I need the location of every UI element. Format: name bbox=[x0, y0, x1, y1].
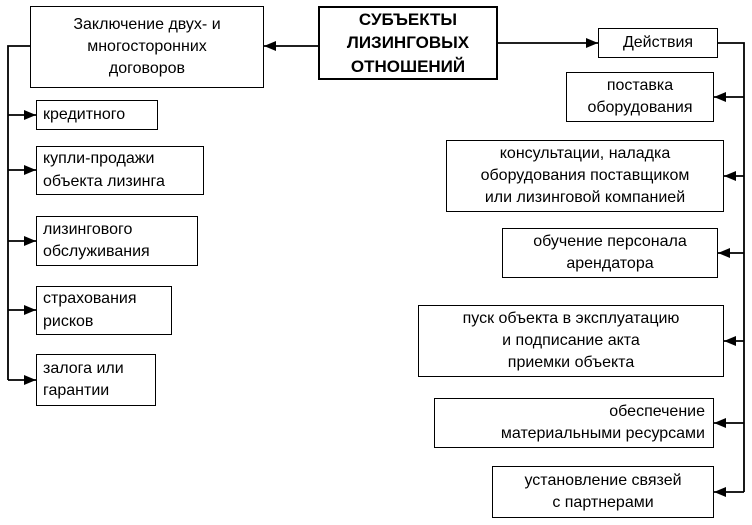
node-contract-credit: кредитного bbox=[36, 100, 158, 130]
node-actions-header: Действия bbox=[598, 28, 718, 58]
node-contracts-header: Заключение двух- и многосторонних догово… bbox=[30, 6, 264, 88]
node-action-partners: установление связей с партнерами bbox=[492, 466, 714, 518]
node-action-consulting: консультации, наладка оборудования поста… bbox=[446, 140, 724, 212]
node-subjects-title: СУБЪЕКТЫ ЛИЗИНГОВЫХ ОТНОШЕНИЙ bbox=[318, 6, 498, 80]
node-contract-risk-insurance: страхования рисков bbox=[36, 286, 172, 335]
node-contract-pledge: залога или гарантии bbox=[36, 354, 156, 406]
node-action-supply: поставка оборудования bbox=[566, 72, 714, 122]
node-contract-purchase: купли-продажи объекта лизинга bbox=[36, 146, 204, 195]
node-action-launch: пуск объекта в эксплуатацию и подписание… bbox=[418, 305, 724, 377]
node-action-training: обучение персонала арендатора bbox=[502, 228, 718, 278]
node-action-resources: обеспечение материальными ресурсами bbox=[434, 398, 714, 448]
node-contract-leasing-service: лизингового обслуживания bbox=[36, 216, 198, 266]
